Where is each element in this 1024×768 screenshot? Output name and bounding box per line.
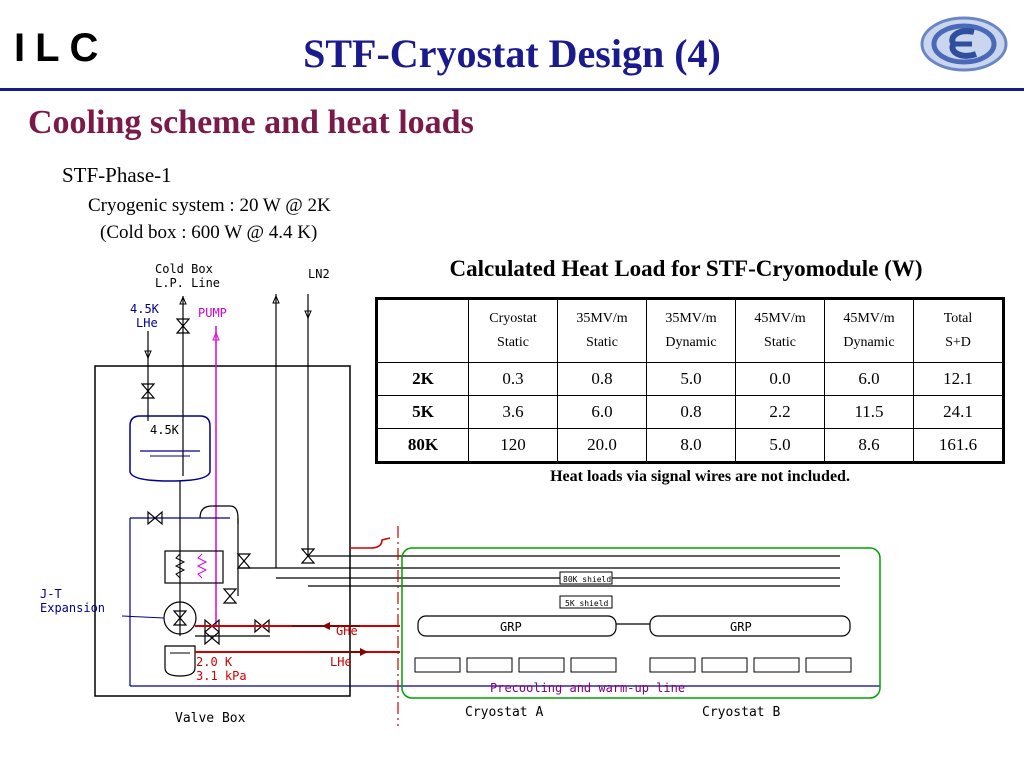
table-cell: 0.3 bbox=[468, 362, 558, 396]
table-row: 80K 120 20.0 8.0 5.0 8.6 161.6 bbox=[376, 428, 1004, 463]
lhe-label: LHe bbox=[330, 655, 352, 669]
table-cell: 161.6 bbox=[913, 428, 1004, 463]
jt-label: J-T bbox=[40, 587, 62, 601]
title-divider bbox=[0, 88, 1024, 91]
grp-pipe-b bbox=[649, 615, 851, 637]
temp-label: 2.0 K bbox=[196, 655, 233, 669]
table-cell: 20.0 bbox=[557, 428, 647, 463]
cavity-string-a bbox=[414, 657, 617, 673]
cryostat-outline bbox=[401, 547, 881, 699]
kek-swirl-icon bbox=[920, 16, 1008, 72]
tank-label: 4.5K bbox=[150, 423, 180, 437]
ln2-label: LN2 bbox=[308, 267, 330, 281]
valve-box-outline bbox=[94, 365, 351, 697]
connection-pipe bbox=[350, 537, 391, 549]
cryo-system-label: Cryogenic system : 20 W @ 2K bbox=[88, 195, 331, 216]
ln2-arrow-down-icon bbox=[304, 310, 312, 320]
table-cell: 6.0 bbox=[824, 362, 914, 396]
valve-box-label: Valve Box bbox=[175, 711, 246, 726]
coil-icon bbox=[174, 553, 186, 579]
tank-45k bbox=[129, 415, 211, 482]
shield-5k-box bbox=[559, 595, 613, 609]
table-note: Heat loads via signal wires are not incl… bbox=[550, 468, 850, 485]
table-cell: 12.1 bbox=[913, 362, 1004, 396]
cold-box-label: (Cold box : 600 W @ 4.4 K) bbox=[100, 222, 318, 243]
grp-pipe-a bbox=[417, 615, 617, 637]
valve-icon bbox=[223, 588, 237, 604]
heat-exchanger bbox=[164, 550, 224, 584]
table-cell: 8.6 bbox=[824, 428, 914, 463]
arrow-up-icon bbox=[179, 295, 187, 305]
pressure-label: 3.1 kPa bbox=[196, 669, 247, 683]
table-cell: 5.0 bbox=[646, 362, 736, 396]
shield-80k-label: 80K shield bbox=[563, 575, 611, 584]
cryostat-a-label: Cryostat A bbox=[465, 705, 543, 720]
ln2-arrow-up-icon bbox=[272, 294, 280, 304]
lp-line-label: L.P. Line bbox=[155, 276, 220, 290]
shield-5k-label: 5K shield bbox=[565, 599, 609, 608]
grp-a-label: GRP bbox=[500, 620, 522, 634]
cold-box-line-label: Cold Box bbox=[155, 262, 213, 276]
phase-label: STF-Phase-1 bbox=[62, 163, 172, 187]
table-cell: 24.1 bbox=[913, 395, 1004, 429]
arrow-down-icon bbox=[144, 350, 152, 360]
table-cell: 0.0 bbox=[735, 362, 825, 396]
grp-b-label: GRP bbox=[730, 620, 752, 634]
pump-arrow-icon bbox=[212, 331, 220, 341]
ilc-logo: ILC bbox=[14, 26, 109, 70]
row-label: 2K bbox=[376, 362, 469, 396]
cryostat-b-label: Cryostat B bbox=[702, 705, 780, 720]
cavity-string-b bbox=[649, 657, 852, 673]
row-label: 5K bbox=[376, 395, 469, 429]
table-cell: 5.0 bbox=[735, 428, 825, 463]
cooling-scheme-diagram: Cold Box L.P. Line LN2 4.5K LHe PUMP 4.5… bbox=[40, 262, 881, 726]
table-title: Calculated Heat Load for STF-Cryomodule … bbox=[449, 256, 923, 281]
slide-title: STF-Cryostat Design (4) bbox=[303, 31, 721, 76]
shield-80k-box bbox=[559, 571, 613, 585]
jt-leader-line bbox=[121, 615, 165, 619]
expansion-label: Expansion bbox=[40, 601, 105, 615]
precool-label: Precooling and warm-up line bbox=[490, 681, 685, 695]
lhe-supply-label: LHe bbox=[136, 316, 158, 330]
pipe-loop bbox=[199, 505, 239, 524]
valve-icon bbox=[237, 553, 251, 569]
section-subtitle: Cooling scheme and heat loads bbox=[28, 104, 474, 141]
valve-icon bbox=[204, 631, 220, 645]
he45-label: 4.5K bbox=[130, 302, 160, 316]
pump-label: PUMP bbox=[198, 306, 227, 320]
row-label: 80K bbox=[376, 428, 469, 463]
table-row: 2K 0.3 0.8 5.0 0.0 6.0 12.1 bbox=[376, 362, 1004, 396]
table-cell: 2.2 bbox=[735, 395, 825, 429]
table-cell: 8.0 bbox=[646, 428, 736, 463]
lhe-arrow-icon bbox=[360, 648, 368, 656]
two-k-pot bbox=[164, 645, 196, 677]
coil-icon bbox=[196, 553, 208, 579]
ghe-label: GHe bbox=[336, 624, 358, 638]
table-cell: 6.0 bbox=[557, 395, 647, 429]
